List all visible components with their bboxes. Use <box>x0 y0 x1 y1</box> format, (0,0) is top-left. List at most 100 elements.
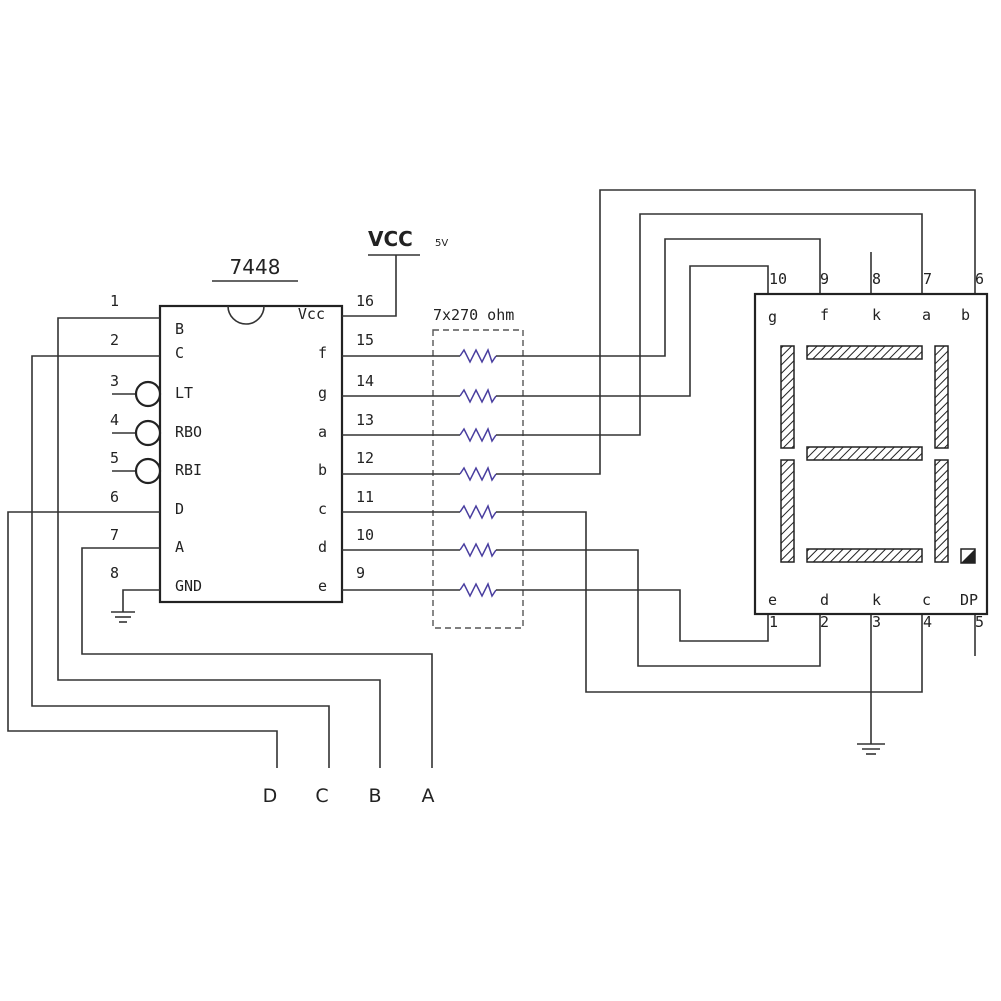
segment-f <box>780 345 795 449</box>
vcc-label: VCC <box>368 227 413 251</box>
chip-pin-label-g: g <box>318 384 327 402</box>
segment-d <box>806 548 923 563</box>
chip-pin-label-d: D <box>175 500 184 518</box>
wire-seg-a <box>496 213 923 436</box>
wire-input-b <box>57 317 381 768</box>
display-pin-num-9: 9 <box>820 270 829 288</box>
chip-pin-num-5: 5 <box>110 449 119 467</box>
chip-pin-label-c-out: c <box>318 500 327 518</box>
chip-pin-label-c: C <box>175 344 184 362</box>
segment-wires <box>496 189 976 755</box>
chip-pin-label-f: f <box>318 344 327 362</box>
chip-pin-label-e-out: e <box>318 577 327 595</box>
display-pin-label-a: a <box>922 306 931 324</box>
resistor-f <box>459 348 497 364</box>
chip-pin-num-2: 2 <box>110 331 119 349</box>
display-pin-num-10: 10 <box>769 270 787 288</box>
chip-pin-num-4: 4 <box>110 411 119 429</box>
display-pin-label-c: c <box>922 591 931 609</box>
display-pin-num-1: 1 <box>769 613 778 631</box>
chip-pin-num-8: 8 <box>110 564 119 582</box>
display-pin-label-b: b <box>961 306 970 324</box>
chip-pin-label-lt: LT <box>175 384 193 402</box>
wire-seg-e <box>496 589 769 642</box>
display-pin-num-2: 2 <box>820 613 829 631</box>
resistor-c <box>459 504 497 520</box>
chip-pin-label-b: B <box>175 320 184 338</box>
chip-pin-label-rbo: RBO <box>175 423 202 441</box>
chip-pin-label-a-out: a <box>318 423 327 441</box>
chip-pin-num-3: 3 <box>110 372 119 390</box>
segment-e <box>780 459 795 563</box>
chip-pin-num-14: 14 <box>356 372 374 390</box>
chip-pin-num-15: 15 <box>356 331 374 349</box>
chip-pin-num-1: 1 <box>110 292 119 310</box>
chip-pin-num-16: 16 <box>356 292 374 310</box>
chip-pin-label-gnd: GND <box>175 577 202 595</box>
chip-ground-symbol <box>111 611 135 623</box>
segment-b <box>934 345 949 449</box>
chip-pin-label-vcc: Vcc <box>298 305 325 323</box>
display-pin-label-k-bottom: k <box>872 591 881 609</box>
chip-pin-num-13: 13 <box>356 411 374 429</box>
input-label-c: C <box>315 785 328 807</box>
wire-chip-gnd <box>122 589 160 612</box>
chip-pin-label-rbi: RBI <box>175 461 202 479</box>
display-pin-num-5: 5 <box>975 613 984 631</box>
display-pin-label-dp: DP <box>960 591 978 609</box>
wire-seg-d <box>496 549 821 667</box>
chip-pin-label-a: A <box>175 538 184 556</box>
resistor-d <box>459 542 497 558</box>
input-wires: D C B A <box>7 317 435 807</box>
chip-pin-num-11: 11 <box>356 488 374 506</box>
display-pin-label-g: g <box>768 308 777 326</box>
segment-g <box>806 446 923 461</box>
segment-c <box>934 459 949 563</box>
seven-segment-display: 10 9 8 7 6 g f k a b e d k c DP 1 2 3 4 … <box>753 270 989 631</box>
resistor-g <box>459 388 497 404</box>
resistor-pack-label: 7x270 ohm <box>433 306 514 324</box>
input-label-a: A <box>422 785 435 807</box>
resistor-a <box>459 427 497 443</box>
resistor-b <box>459 466 497 482</box>
segment-dp <box>960 548 976 564</box>
decoder-chip: 7448 B C LT RBO RBI D A GND Vcc f g a b … <box>110 255 374 604</box>
display-pin-num-7: 7 <box>923 270 932 288</box>
display-pin-label-d: d <box>820 591 829 609</box>
display-ground-symbol <box>857 743 885 755</box>
chip-name: 7448 <box>230 255 281 279</box>
segment-a <box>806 345 923 360</box>
chip-pin-label-b-out: b <box>318 461 327 479</box>
vcc-voltage: 5V <box>435 238 448 249</box>
lt-bubble <box>134 380 162 408</box>
display-pin-label-k-top: k <box>872 306 881 324</box>
chip-pin-num-9: 9 <box>356 564 365 582</box>
vcc-supply: VCC 5V <box>342 227 448 317</box>
chip-pin-num-6: 6 <box>110 488 119 506</box>
inversion-bubbles <box>112 380 162 485</box>
wire-seg-c <box>496 511 923 693</box>
input-label-d: D <box>263 785 278 807</box>
display-pin-num-8: 8 <box>872 270 881 288</box>
chip-notch <box>227 305 265 325</box>
wire-input-d <box>7 511 278 768</box>
display-pin-num-4: 4 <box>923 613 932 631</box>
resistor-pack: 7x270 ohm <box>342 306 524 629</box>
chip-pin-num-10: 10 <box>356 526 374 544</box>
chip-pin-num-12: 12 <box>356 449 374 467</box>
vcc-wire <box>342 255 397 317</box>
resistor-e <box>459 582 497 598</box>
wire-seg-g <box>496 265 769 397</box>
wire-input-a <box>81 547 433 768</box>
rbo-bubble <box>134 419 162 447</box>
resistor-pack-outline <box>432 329 524 629</box>
display-pin-num-6: 6 <box>975 270 984 288</box>
wire-seg-b <box>496 189 976 475</box>
wire-input-c <box>31 355 330 768</box>
rbi-bubble <box>134 457 162 485</box>
chip-pin-label-d-out: d <box>318 538 327 556</box>
display-pin-label-e: e <box>768 591 777 609</box>
input-label-b: B <box>368 785 381 807</box>
chip-body <box>158 304 344 604</box>
